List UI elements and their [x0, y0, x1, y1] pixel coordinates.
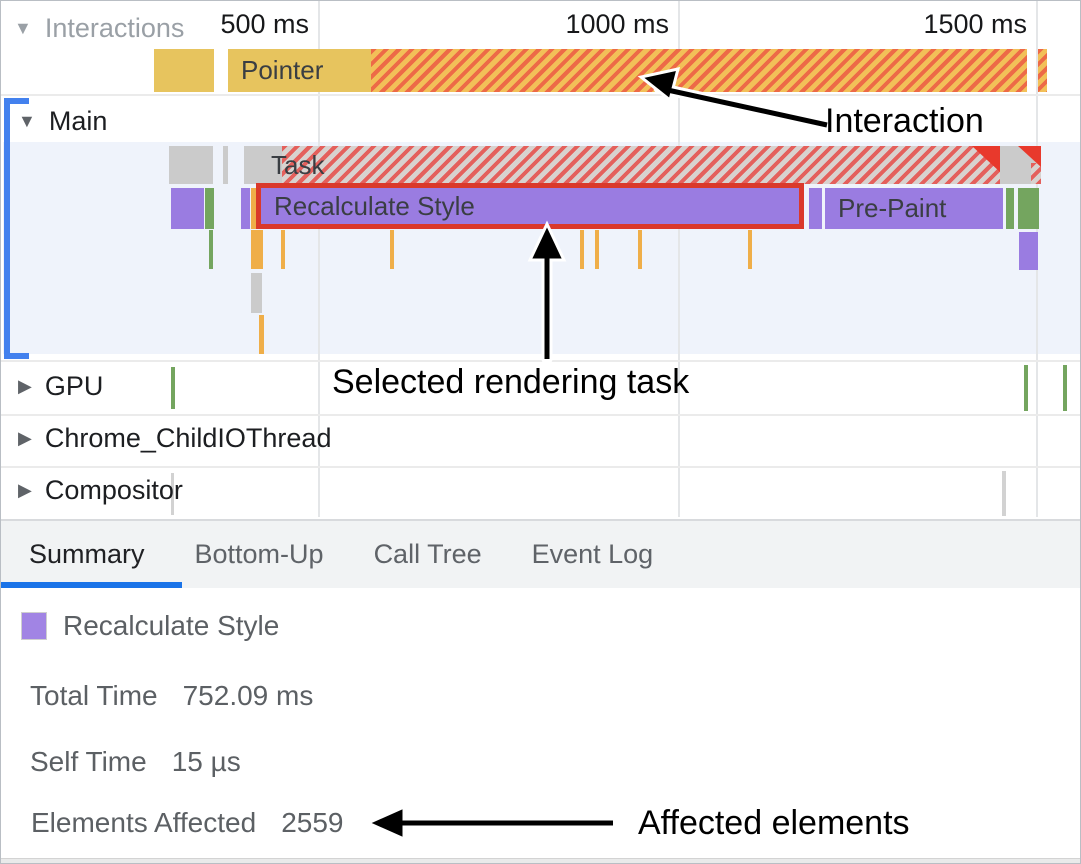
event-color-swatch: [22, 613, 46, 639]
triangle-down-icon: ▼: [18, 111, 36, 131]
task-bar[interactable]: [244, 146, 284, 184]
summary-label: Self Time: [30, 746, 147, 777]
track-header-compositor[interactable]: ▶ Compositor: [18, 475, 183, 506]
recalculate-style-selected[interactable]: Recalculate Style: [256, 183, 804, 229]
track-label: Interactions: [44, 13, 185, 43]
script-tick[interactable]: [638, 230, 642, 269]
script-tick[interactable]: [259, 315, 264, 354]
track-divider: [1, 414, 1080, 416]
gridline: [318, 1, 320, 517]
script-tick[interactable]: [580, 230, 584, 269]
summary-value: 15 µs: [171, 746, 241, 777]
gridline: [678, 1, 680, 517]
flame-bar-label: Pointer: [241, 55, 324, 85]
summary-value: 752.09 ms: [182, 680, 314, 711]
summary-title: Recalculate Style: [22, 610, 279, 642]
script-bar[interactable]: [251, 230, 263, 269]
ruler-label: 1000 ms: [565, 9, 669, 39]
flame-chart[interactable]: 500 ms 1000 ms 1500 ms ▼ Interactions ▼ Ma…: [1, 1, 1080, 519]
task-bar[interactable]: [169, 146, 213, 184]
annotation-interaction: Interaction: [825, 102, 984, 140]
track-label: GPU: [44, 371, 104, 401]
tab-bottom-up[interactable]: Bottom-Up: [194, 539, 324, 569]
pointer-interaction[interactable]: Pointer: [228, 49, 371, 92]
track-selection-bracket: [4, 98, 29, 104]
style-bar[interactable]: [1019, 232, 1038, 270]
flame-bar-label: Pre-Paint: [838, 193, 947, 223]
ruler-label: 500 ms: [220, 9, 309, 39]
track-divider: [1, 466, 1080, 468]
detail-tabbar: Summary Bottom-Up Call Tree Event Log: [1, 519, 1080, 588]
task-bar[interactable]: [223, 146, 228, 184]
track-selection-bracket: [4, 98, 10, 359]
track-divider: [1, 94, 1080, 96]
long-task-stripes[interactable]: [282, 146, 1000, 184]
style-bar[interactable]: [171, 188, 204, 229]
summary-value: 2559: [281, 807, 344, 838]
style-bar[interactable]: [241, 188, 250, 229]
paint-bar[interactable]: [205, 188, 214, 229]
track-header-main[interactable]: ▼ Main: [18, 106, 107, 137]
pre-paint-bar[interactable]: Pre-Paint: [825, 188, 1003, 229]
flame-bar-label: Task: [271, 150, 325, 180]
gpu-tick[interactable]: [1024, 365, 1028, 411]
summary-panel: Recalculate Style Total Time 752.09 ms Se…: [1, 588, 1080, 858]
compositor-tick[interactable]: [171, 473, 174, 515]
active-tab-underline: [1, 582, 182, 588]
task-bar[interactable]: [251, 273, 262, 313]
gpu-tick[interactable]: [1063, 365, 1067, 411]
paint-bar[interactable]: [1018, 188, 1039, 229]
summary-row-self-time: Self Time 15 µs: [30, 746, 241, 778]
script-bar[interactable]: [251, 188, 258, 229]
compositor-tick[interactable]: [1002, 471, 1006, 516]
interaction-block[interactable]: [154, 49, 214, 92]
track-label: Chrome_ChildIOThread: [44, 423, 332, 453]
ruler-label: 1500 ms: [923, 9, 1027, 39]
track-label: Compositor: [44, 475, 183, 505]
track-selection-bracket: [4, 353, 29, 359]
track-header-interactions[interactable]: ▼ Interactions: [14, 13, 184, 44]
triangle-right-icon: ▶: [18, 428, 32, 448]
script-tick[interactable]: [390, 230, 394, 269]
tab-event-log[interactable]: Event Log: [531, 539, 654, 569]
summary-label: Total Time: [30, 680, 158, 711]
script-tick[interactable]: [281, 230, 285, 269]
annotation-selected-task: Selected rendering task: [332, 363, 690, 401]
summary-row-total-time: Total Time 752.09 ms: [30, 680, 313, 712]
triangle-right-icon: ▶: [18, 480, 32, 500]
summary-label: Elements Affected: [31, 807, 257, 838]
style-bar[interactable]: [809, 188, 822, 229]
gpu-tick[interactable]: [171, 367, 175, 409]
paint-bar[interactable]: [1006, 188, 1014, 229]
long-task-stripes[interactable]: [1031, 163, 1041, 184]
summary-row-elements-affected: Elements Affected 2559: [31, 807, 343, 839]
window-bottom-edge: [1, 858, 1080, 863]
script-tick[interactable]: [595, 230, 599, 269]
tab-summary[interactable]: Summary: [29, 539, 145, 569]
paint-tick[interactable]: [209, 230, 213, 269]
track-divider: [1, 360, 1080, 362]
tab-call-tree[interactable]: Call Tree: [373, 539, 482, 569]
script-tick[interactable]: [748, 230, 752, 269]
flame-bar-label: Recalculate Style: [274, 191, 475, 221]
event-title: Recalculate Style: [63, 610, 280, 641]
pointer-presentation-delay[interactable]: [371, 49, 1027, 92]
triangle-down-icon: ▼: [14, 18, 32, 38]
triangle-right-icon: ▶: [18, 376, 32, 396]
track-header-chrome-childiothread[interactable]: ▶ Chrome_ChildIOThread: [18, 423, 331, 454]
interaction-sliver[interactable]: [1038, 49, 1047, 92]
track-label: Main: [48, 106, 108, 136]
annotation-affected-elements: Affected elements: [638, 804, 910, 842]
task-label[interactable]: Task: [258, 146, 368, 184]
track-header-gpu[interactable]: ▶ GPU: [18, 371, 103, 402]
